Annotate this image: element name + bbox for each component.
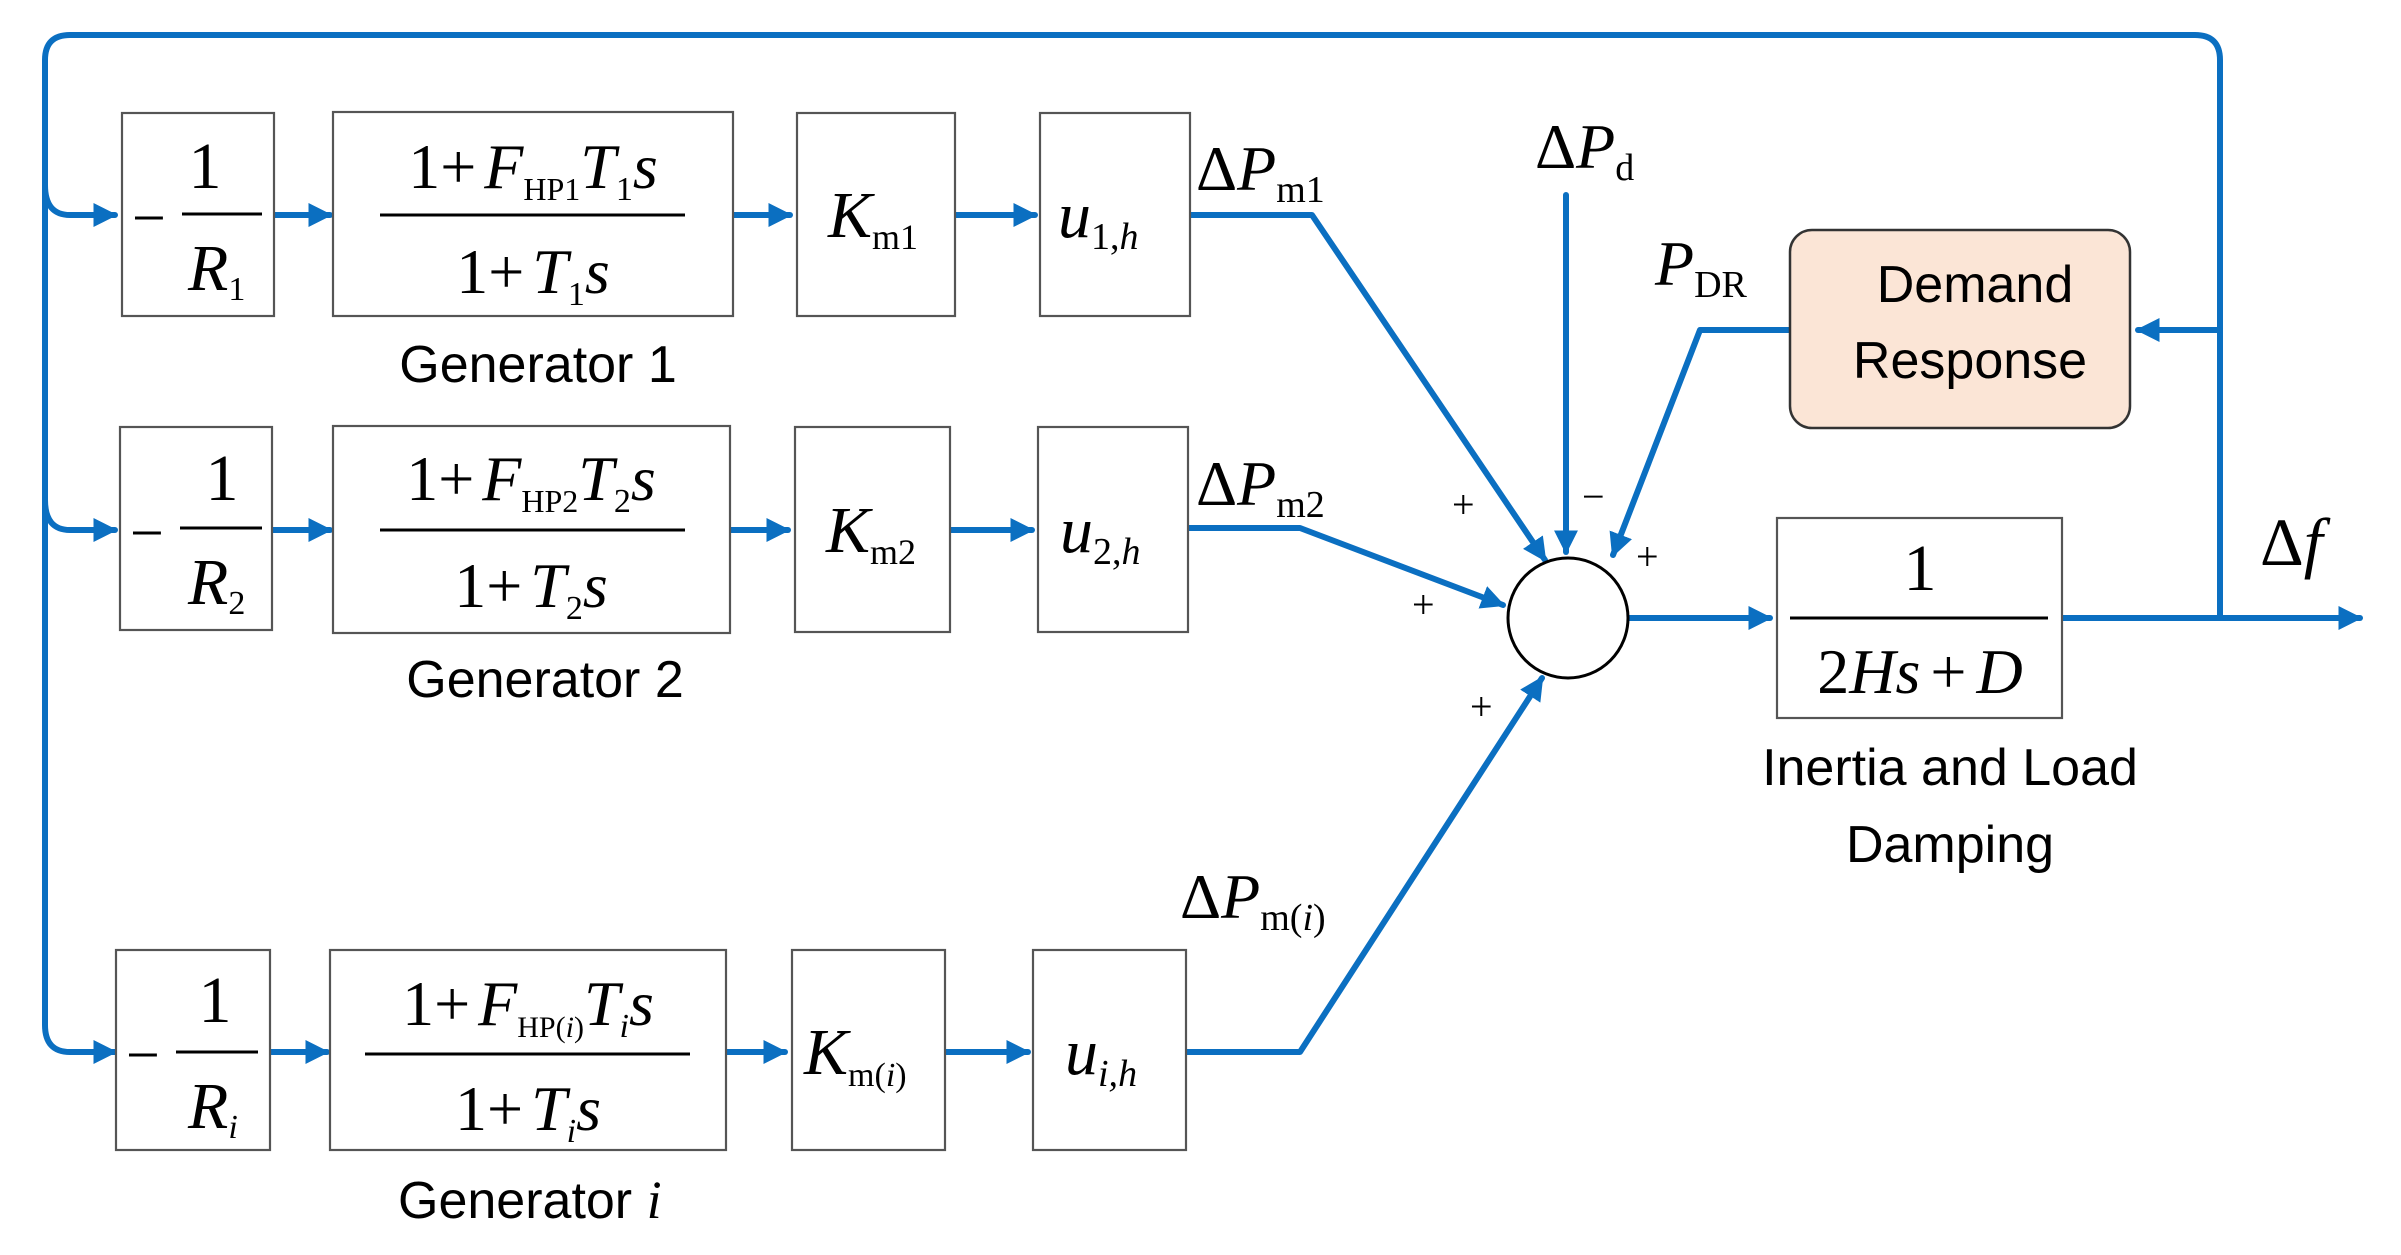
pmi-wire bbox=[1183, 675, 1545, 1055]
signal-pm1: ΔPm1 bbox=[1196, 133, 1325, 211]
generator-2-label: Generator 2 bbox=[406, 651, 684, 709]
gain-label: Km(i) bbox=[803, 1016, 907, 1094]
droop-minus: − bbox=[130, 500, 164, 566]
pdr-wire bbox=[1609, 327, 1793, 558]
participation-block-1 bbox=[1038, 111, 1192, 318]
participation-label: u2,h bbox=[1060, 494, 1141, 573]
system-denominator: 2Hs+D bbox=[1817, 636, 2022, 707]
generator-i: − 1 Ri 1+FHP(i)Tis 1+Tis Km(i) ui,h Gene… bbox=[114, 948, 1188, 1230]
generator-1-label: Generator 1 bbox=[399, 336, 677, 394]
system-label-2: Damping bbox=[1846, 816, 2054, 874]
pm2-wire bbox=[1185, 525, 1506, 609]
droop-denominator: Ri bbox=[187, 1070, 238, 1146]
governor-denominator: 1+Tis bbox=[455, 1073, 601, 1150]
participation-label: ui,h bbox=[1065, 1016, 1137, 1095]
generator-i-label: Generator i bbox=[398, 1170, 662, 1230]
signal-pdr: PDR bbox=[1654, 228, 1748, 306]
governor-numerator: 1+FHP2T2s bbox=[406, 443, 656, 520]
participation-block-i bbox=[1031, 948, 1188, 1152]
participation-block-2 bbox=[1036, 425, 1190, 634]
feedback-branch-1 bbox=[42, 182, 118, 227]
pm1-wire bbox=[1185, 212, 1548, 563]
droop-block-i bbox=[114, 948, 272, 1152]
feedback-branch-2 bbox=[42, 497, 118, 542]
generator-1: − 1 R1 1+FHP1T1s 1+T1s Km1 u1,h Generato… bbox=[120, 110, 1192, 394]
droop-numerator: 1 bbox=[189, 130, 222, 203]
feedback-wire bbox=[42, 32, 2223, 1064]
participation-label: u1,h bbox=[1058, 179, 1139, 258]
governor-denominator: 1+T1s bbox=[456, 236, 610, 313]
signal-pmi: ΔPm(i) bbox=[1180, 861, 1326, 939]
droop-minus: − bbox=[126, 1022, 160, 1088]
wires bbox=[42, 32, 2363, 1064]
governor-numerator: 1+FHP1T1s bbox=[408, 131, 658, 208]
gain-label: Km2 bbox=[825, 494, 916, 572]
demand-response-label-2: Response bbox=[1853, 332, 2087, 390]
governor-block-i bbox=[328, 948, 728, 1152]
sign-pd: − bbox=[1582, 474, 1605, 519]
demand-response-block bbox=[1788, 228, 2132, 430]
droop-numerator: 1 bbox=[199, 964, 232, 1037]
sign-pdr: + bbox=[1636, 534, 1659, 579]
governor-numerator: 1+FHP(i)Tis bbox=[402, 968, 654, 1045]
droop-denominator: R2 bbox=[187, 546, 245, 622]
sign-pm1: + bbox=[1452, 482, 1475, 527]
signal-pm2: ΔPm2 bbox=[1196, 448, 1325, 526]
signal-df: Δf bbox=[2260, 504, 2331, 580]
generator-2: − 1 R2 1+FHP2T2s 1+T2s Km2 u2,h Generato… bbox=[118, 424, 1190, 709]
system-numerator: 1 bbox=[1904, 532, 1937, 605]
governor-denominator: 1+T2s bbox=[454, 550, 608, 627]
demand-response-label-1: Demand bbox=[1877, 256, 2074, 314]
summing-junction bbox=[1506, 556, 1630, 680]
gain-block-1 bbox=[795, 111, 957, 318]
gain-block-i bbox=[790, 948, 947, 1152]
droop-denominator: R1 bbox=[187, 232, 245, 308]
signal-pd: ΔPd bbox=[1535, 111, 1634, 189]
sign-pm2: + bbox=[1412, 582, 1435, 627]
gain-label: Km1 bbox=[827, 179, 918, 257]
system-label-1: Inertia and Load bbox=[1762, 739, 2138, 797]
sign-pmi: + bbox=[1470, 684, 1493, 729]
droop-numerator: 1 bbox=[206, 442, 239, 515]
gain-block-2 bbox=[793, 425, 952, 634]
droop-minus: − bbox=[132, 185, 166, 251]
